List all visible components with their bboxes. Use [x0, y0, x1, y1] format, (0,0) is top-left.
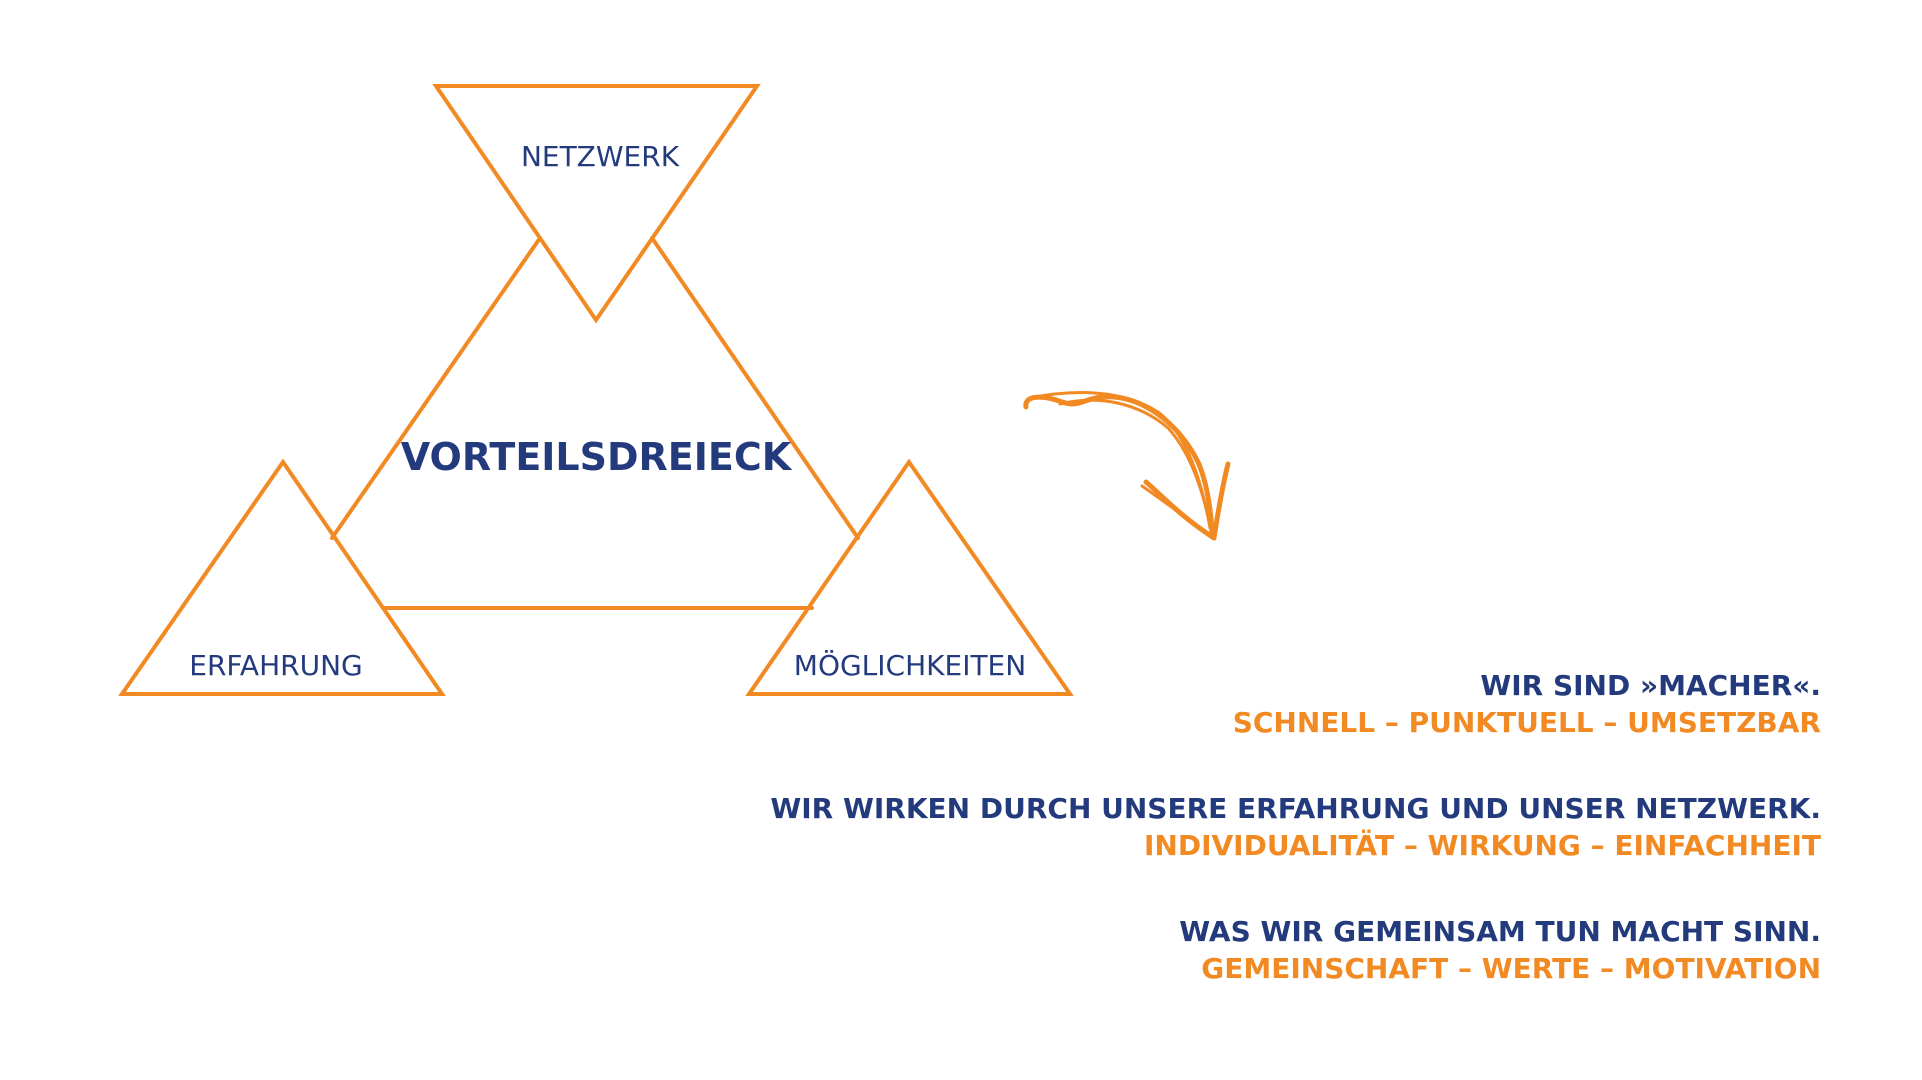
statement-claim: WIR SIND »MACHER«.	[1480, 669, 1821, 702]
statement-values: GEMEINSCHAFT – WERTE – MOTIVATION	[1201, 952, 1821, 985]
top-triangle	[432, 84, 761, 324]
left-triangle	[118, 458, 446, 696]
statement-claim: WIR WIRKEN DURCH UNSERE ERFAHRUNG UND UN…	[770, 792, 1821, 825]
statement-values: INDIVIDUALITÄT – WIRKUNG – EINFACHHEIT	[1143, 829, 1821, 862]
hand-drawn-curved-arrow-icon	[1023, 391, 1231, 541]
statement-1: WIR SIND »MACHER«. SCHNELL – PUNKTUELL –…	[621, 667, 1821, 741]
top-triangle-label: NETZWERK	[521, 140, 680, 173]
statement-claim: WAS WIR GEMEINSAM TUN MACHT SINN.	[1179, 915, 1821, 948]
center-triangle-left-edge	[330, 236, 542, 540]
statement-3: WAS WIR GEMEINSAM TUN MACHT SINN. GEMEIN…	[621, 913, 1821, 987]
center-triangle-label: VORTEILSDREIECK	[401, 435, 793, 479]
center-triangle	[330, 236, 860, 610]
center-triangle-right-edge	[650, 236, 860, 540]
statement-2: WIR WIRKEN DURCH UNSERE ERFAHRUNG UND UN…	[621, 790, 1821, 864]
right-triangle	[745, 458, 1074, 696]
left-triangle-label: ERFAHRUNG	[189, 649, 362, 682]
right-triangle-label: MÖGLICHKEITEN	[794, 648, 1026, 682]
value-statements: WIR SIND »MACHER«. SCHNELL – PUNKTUELL –…	[621, 667, 1821, 1036]
statement-values: SCHNELL – PUNKTUELL – UMSETZBAR	[1232, 706, 1821, 739]
